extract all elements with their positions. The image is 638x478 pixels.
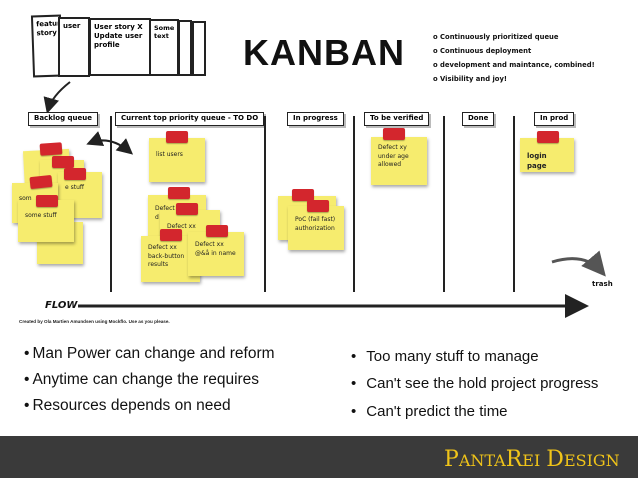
- sticky-text: som: [19, 195, 32, 202]
- principle-item: o Continuously prioritized queue: [433, 33, 559, 41]
- pin-icon: [168, 187, 190, 199]
- sticky-text: Defect xx back-button results: [148, 244, 185, 269]
- bullet-text: Can't predict the time: [366, 403, 508, 420]
- sticky-text: Defect xx @&å in name: [195, 241, 236, 257]
- brand-letter: D: [546, 447, 564, 472]
- column-divider: [110, 116, 112, 292]
- footer-bar: [0, 436, 638, 478]
- pin-icon: [39, 142, 63, 156]
- principle-item: o Continuous deployment: [433, 47, 532, 55]
- sticky-note: list users: [149, 138, 205, 182]
- column-divider: [513, 116, 515, 292]
- arrow-story-to-backlog: [43, 81, 71, 114]
- brand-letter: EI: [522, 451, 541, 470]
- bullet-text: Too many stuff to manage: [366, 348, 539, 365]
- flow-label: FLOW: [45, 300, 78, 311]
- sticky-text: Defect xx: [167, 223, 196, 230]
- sticky-note: login page: [520, 138, 574, 172]
- pin-icon: [29, 174, 53, 190]
- sticky-text: Defect: [155, 205, 175, 212]
- brand-logo: PANTAREI DESIGN: [444, 449, 620, 471]
- bullet-item: •Can't see the hold project progress: [351, 375, 599, 392]
- pin-icon: [36, 195, 58, 207]
- story-card-extra-2: [192, 21, 206, 76]
- sticky-note: Defect xx @&å in name: [188, 232, 244, 276]
- pin-icon: [64, 168, 86, 180]
- brand-letter: ESIGN: [563, 451, 620, 470]
- sticky-text: Defect xy under age allowed: [378, 144, 409, 169]
- column-divider: [443, 116, 445, 292]
- sticky-text: login page: [527, 152, 547, 171]
- arrow-to-trash: [551, 250, 606, 277]
- column-to-be-verified: To be verified: [364, 112, 430, 126]
- pin-icon: [307, 200, 329, 212]
- pin-icon: [176, 203, 198, 215]
- pin-icon: [383, 128, 405, 140]
- brand-letter: P: [444, 447, 459, 472]
- pin-icon: [206, 225, 228, 237]
- pin-icon: [292, 189, 314, 201]
- column-todo: Current top priority queue - TO DO: [115, 112, 265, 126]
- story-card-user-story: User story X Update user profile: [89, 18, 151, 76]
- pin-icon: [537, 131, 559, 143]
- story-card-extra-1: [178, 20, 192, 76]
- bullet-item: •Anytime can change the requires: [24, 371, 260, 388]
- principle-item: o development and maintance, combined!: [433, 61, 595, 69]
- sticky-text: e stuff: [65, 184, 85, 191]
- column-divider: [264, 116, 266, 292]
- bullet-text: Man Power can change and reform: [32, 345, 275, 362]
- column-done: Done: [462, 112, 495, 126]
- pin-icon: [160, 229, 182, 241]
- sticky-text: some stuff: [25, 212, 57, 219]
- sticky-note: Defect xy under age allowed: [371, 137, 427, 185]
- bullet-text: Can't see the hold project progress: [366, 375, 599, 392]
- story-card-user: user: [58, 17, 90, 77]
- board-title: KANBAN: [243, 32, 405, 73]
- bullet-item: •Man Power can change and reform: [24, 345, 275, 362]
- bullet-text: Anytime can change the requires: [32, 371, 260, 388]
- column-divider: [353, 116, 355, 292]
- credit-text: Created by Ola Martien Amundsen using Mo…: [19, 319, 170, 324]
- principle-item: o Visibility and joy!: [433, 75, 507, 83]
- sticky-text: PoC (fail fast) authorization: [295, 216, 336, 232]
- brand-letter: R: [505, 447, 523, 472]
- column-backlog: Backlog queue: [28, 112, 98, 126]
- trash-icon: trash: [592, 280, 613, 288]
- sticky-text: d: [155, 213, 159, 221]
- bullet-item: •Resources depends on need: [24, 397, 231, 414]
- sticky-note: PoC (fail fast) authorization: [288, 206, 344, 250]
- brand-letter: ANTA: [458, 451, 506, 470]
- bullet-item: •Too many stuff to manage: [351, 348, 539, 365]
- column-in-progress: In progress: [287, 112, 344, 126]
- pin-icon: [52, 156, 74, 168]
- sticky-note: some stuff: [18, 200, 74, 242]
- principles-list: o Continuously prioritized queue o Conti…: [433, 30, 595, 86]
- bullet-text: Resources depends on need: [32, 397, 231, 414]
- bullet-item: •Can't predict the time: [351, 403, 508, 420]
- column-in-prod: In prod: [534, 112, 575, 126]
- pin-icon: [166, 131, 188, 143]
- sticky-text: list users: [156, 151, 183, 158]
